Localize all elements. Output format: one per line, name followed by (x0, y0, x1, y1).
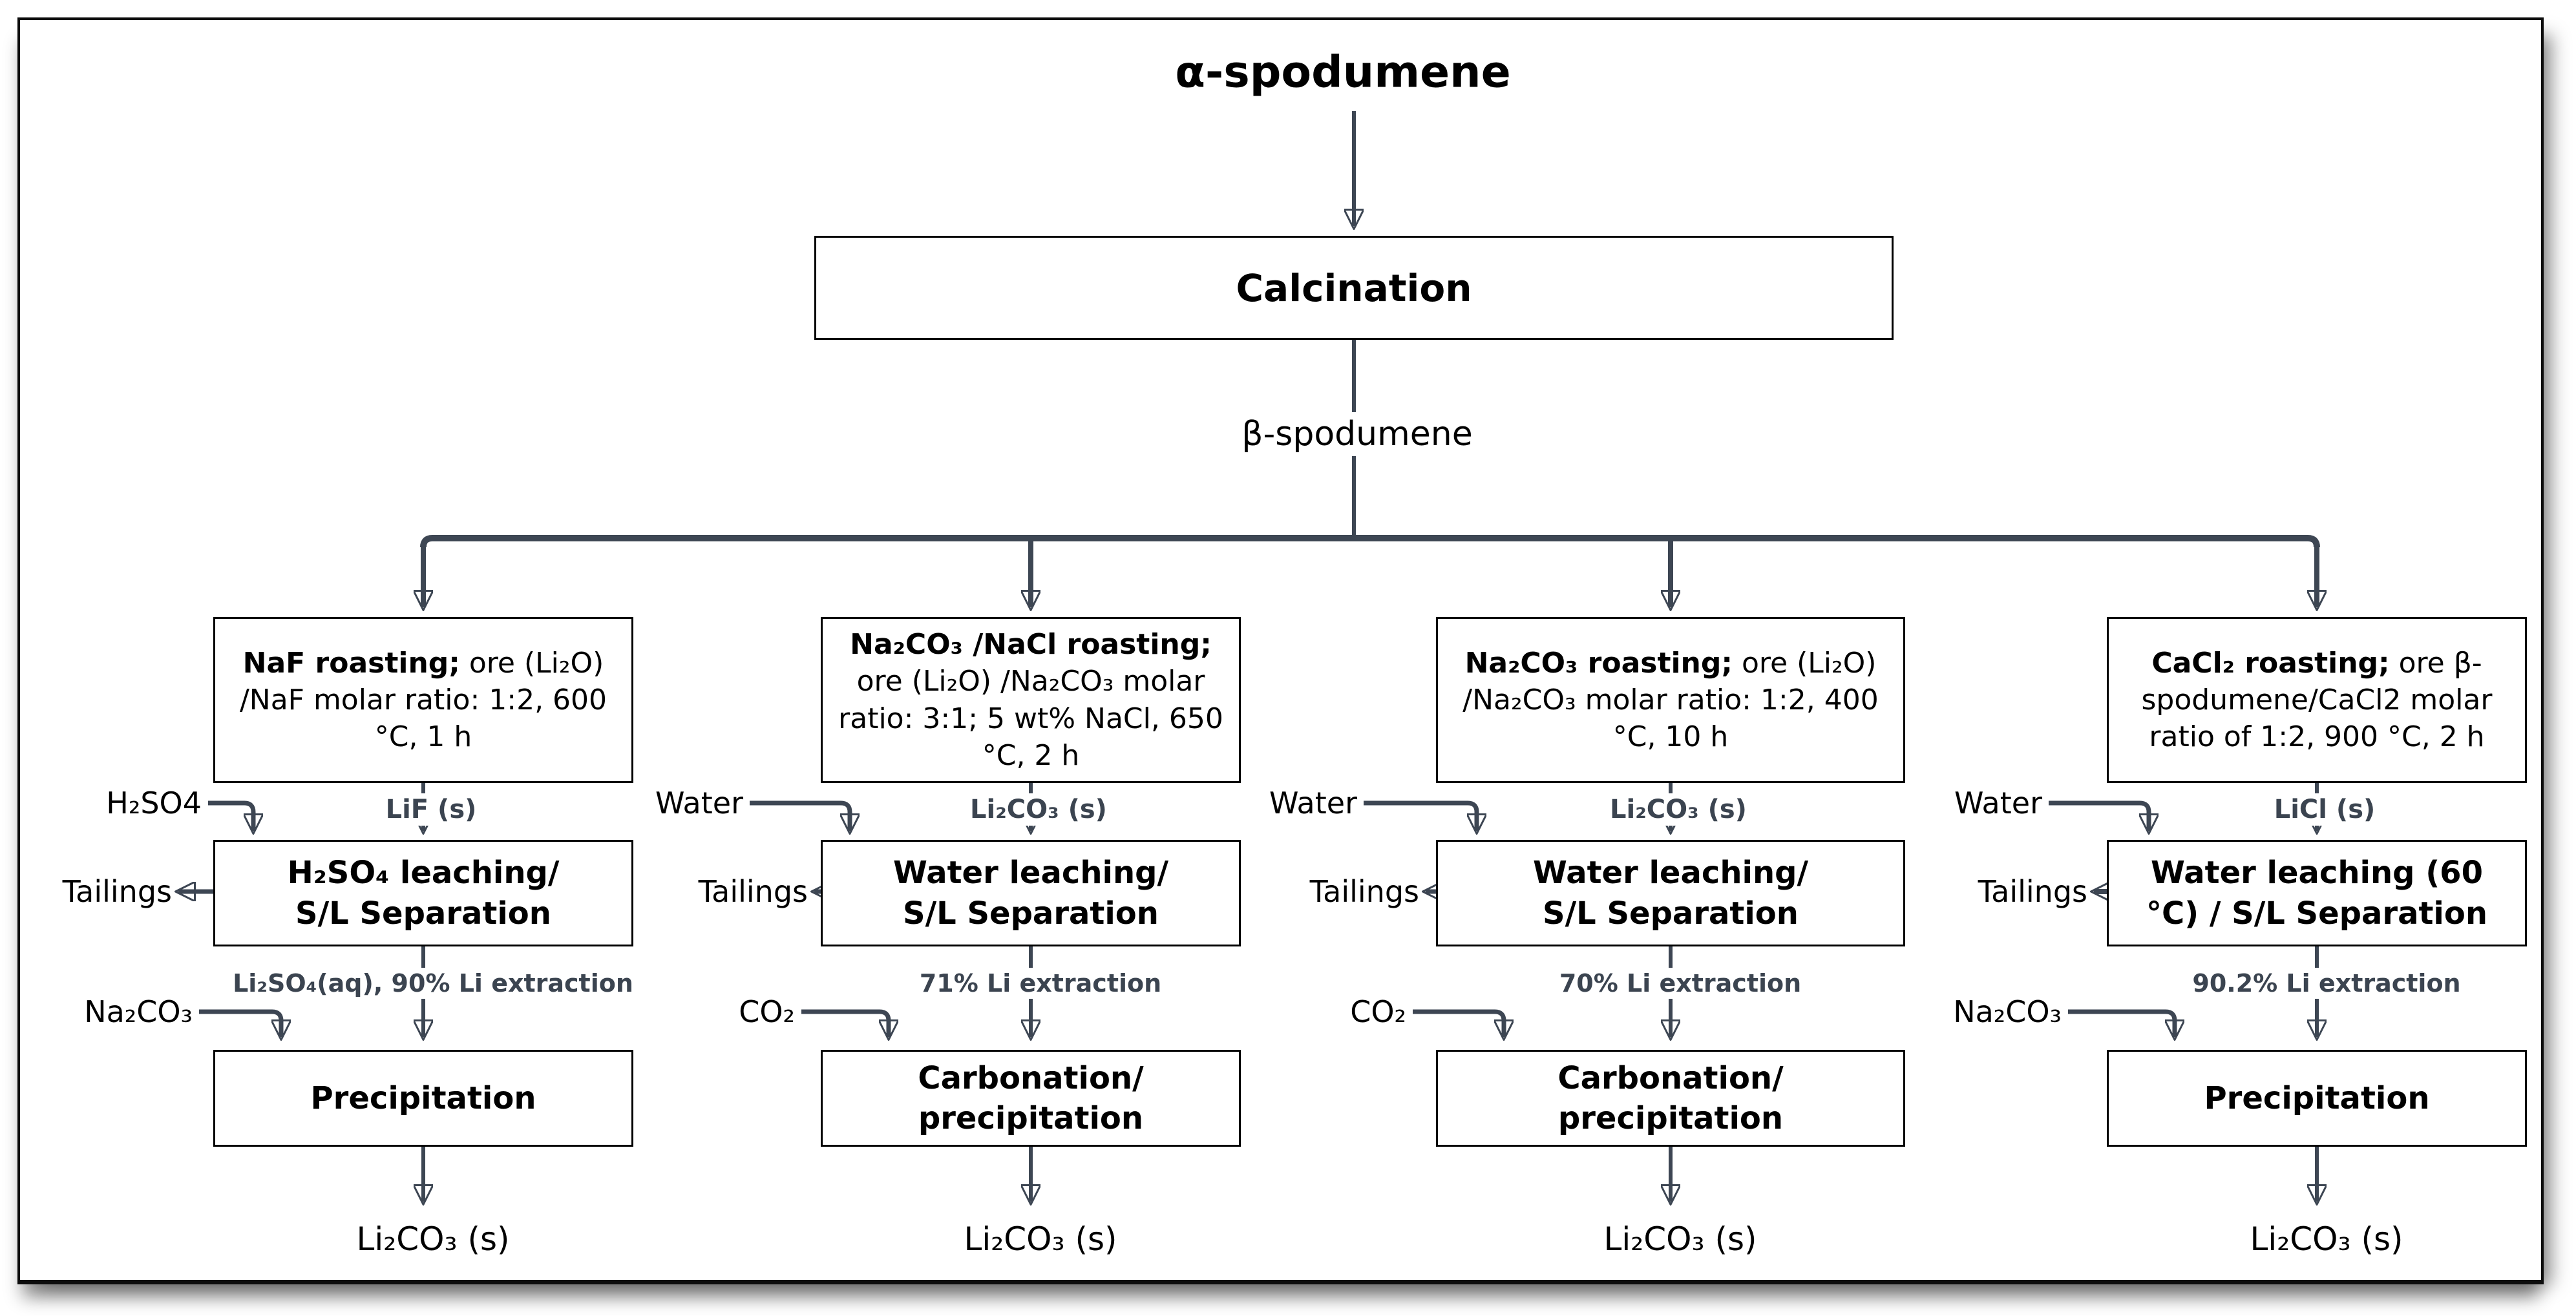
tailings-label-4: Tailings (1978, 874, 2087, 909)
leaching-box-3: Water leaching/ S/L Separation (1436, 840, 1905, 946)
product-label-2: Li₂CO₃ (s) (964, 1220, 1117, 1258)
leaching-label-2: Water leaching/ S/L Separation (892, 855, 1169, 932)
extraction-label-3: 70% Li extraction (1550, 968, 1811, 999)
extraction-label-4: 90.2% Li extraction (2183, 968, 2470, 999)
precip-reagent-label-1: Na₂CO₃ (84, 994, 193, 1029)
leaching-label-1: H₂SO₄ leaching/ S/L Separation (287, 855, 560, 932)
precipitation-label-1: Precipitation (310, 1080, 536, 1116)
calcination-label: Calcination (1236, 266, 1472, 310)
figure-border (17, 17, 2544, 1284)
roast-title-4: CaCl₂ roasting; (2151, 646, 2390, 680)
calcination-box: Calcination (814, 236, 1894, 340)
precipitation-label-4: Precipitation (2204, 1080, 2430, 1116)
solid-product-label-3: Li₂CO₃ (s) (1602, 793, 1755, 826)
solid-product-label-4: LiCl (s) (2266, 793, 2383, 826)
carbonation-label-3: Carbonation/ precipitation (1557, 1060, 1784, 1136)
carbonation-box-3: Carbonation/ precipitation (1436, 1050, 1905, 1147)
precipitation-box-4: Precipitation (2107, 1050, 2527, 1147)
arrow-reagent-to-leach-3 (1364, 800, 1477, 831)
leach-reagent-label-4: Water (1954, 786, 2042, 820)
roast-title-1: NaF roasting; (242, 646, 460, 680)
roasting-box-2: Na₂CO₃ /NaCl roasting; ore (Li₂O) /Na₂CO… (821, 617, 1241, 783)
product-label-1: Li₂CO₃ (s) (356, 1220, 510, 1258)
branch-distributor-line (420, 535, 2320, 548)
arrow-reagent-to-precip-4 (2068, 1009, 2175, 1037)
leach-reagent-label-3: Water (1269, 786, 1357, 820)
extraction-label-2: 71% Li extraction (910, 968, 1171, 999)
leaching-box-4: Water leaching (60 °C) / S/L Separation (2107, 840, 2527, 946)
solid-product-label-1: LiF (s) (377, 793, 485, 826)
leaching-label-3: Water leaching/ S/L Separation (1532, 855, 1809, 932)
extraction-label-1: Li₂SO₄(aq), 90% Li extraction (224, 968, 642, 999)
leaching-box-1: H₂SO₄ leaching/ S/L Separation (213, 840, 633, 946)
page-title: α-spodumene (1175, 47, 1511, 98)
leaching-box-2: Water leaching/ S/L Separation (821, 840, 1241, 946)
leaching-label-4: Water leaching (60 °C) / S/L Separation (2146, 855, 2487, 932)
arrow-reagent-to-leach-2 (750, 800, 850, 831)
arrow-reagent-to-precip-1 (199, 1009, 281, 1037)
roast-conditions-1: ore (Li₂O) /NaF molar ratio: 1:2, 600 °C… (239, 646, 607, 754)
precipitation-box-1: Precipitation (213, 1050, 633, 1147)
roast-conditions-2: ore (Li₂O) /Na₂CO₃ molar ratio: 3:1; 5 w… (838, 665, 1223, 772)
leach-reagent-label-2: Water (655, 786, 743, 820)
precip-reagent-label-2: CO₂ (739, 994, 795, 1029)
beta-spodumene-label: β-spodumene (1231, 412, 1483, 456)
tailings-label-3: Tailings (1309, 874, 1419, 909)
roast-conditions-4: ore β-spodumene/CaCl2 molar ratio of 1:2… (2141, 646, 2493, 754)
roasting-box-4: CaCl₂ roasting; ore β-spodumene/CaCl2 mo… (2107, 617, 2527, 783)
leach-reagent-label-1: H₂SO4 (106, 786, 202, 820)
carbonation-label-2: Carbonation/ precipitation (918, 1060, 1144, 1136)
solid-product-label-2: Li₂CO₃ (s) (962, 793, 1115, 826)
roast-title-3: Na₂CO₃ roasting; (1464, 646, 1733, 680)
product-label-4: Li₂CO₃ (s) (2250, 1220, 2403, 1258)
product-label-3: Li₂CO₃ (s) (1603, 1220, 1757, 1258)
precip-reagent-label-4: Na₂CO₃ (1953, 994, 2062, 1029)
tailings-label-1: Tailings (62, 874, 172, 909)
arrow-reagent-to-leach-4 (2049, 800, 2149, 831)
roasting-box-1: NaF roasting; ore (Li₂O) /NaF molar rati… (213, 617, 633, 783)
arrow-reagent-to-leach-1 (208, 800, 253, 831)
roast-conditions-3: ore (Li₂O) /Na₂CO₃ molar ratio: 1:2, 400… (1462, 646, 1879, 754)
arrow-reagent-to-precip-2 (801, 1009, 889, 1037)
arrow-reagent-to-precip-3 (1413, 1009, 1504, 1037)
precip-reagent-label-3: CO₂ (1350, 994, 1406, 1029)
tailings-label-2: Tailings (698, 874, 808, 909)
carbonation-box-2: Carbonation/ precipitation (821, 1050, 1241, 1147)
roasting-box-3: Na₂CO₃ roasting; ore (Li₂O) /Na₂CO₃ mola… (1436, 617, 1905, 783)
roast-title-2: Na₂CO₃ /NaCl roasting; (850, 628, 1212, 662)
